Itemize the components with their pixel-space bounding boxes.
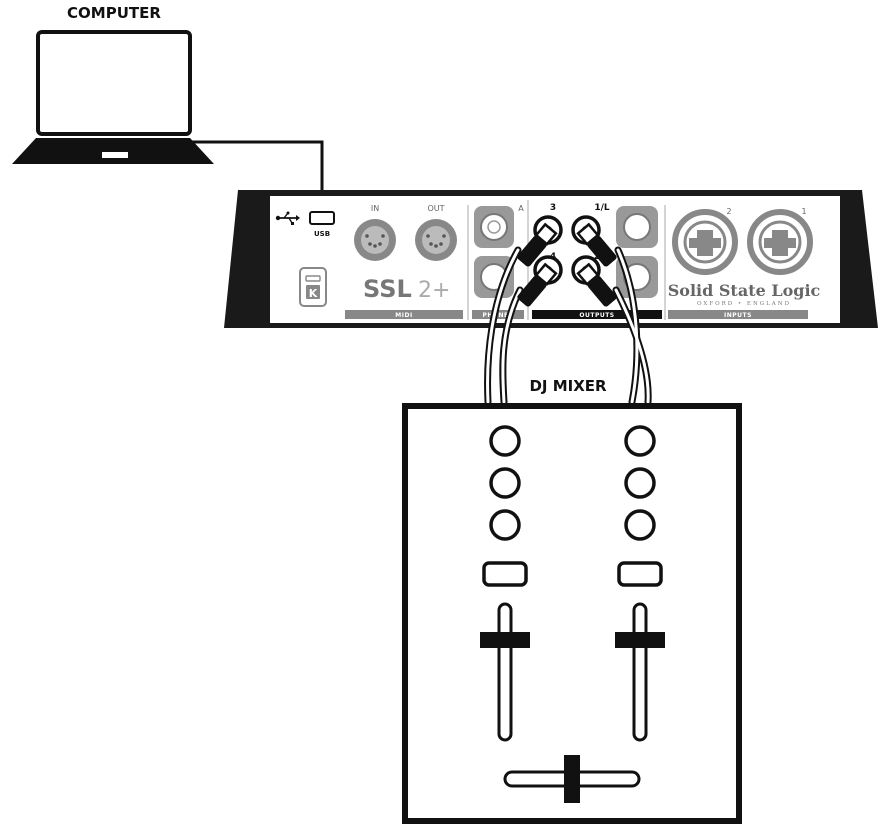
- model-ssl: SSL: [363, 275, 412, 303]
- channel-1-fader-track: [497, 602, 513, 742]
- outputs-section-label: OUTPUTS: [579, 312, 614, 319]
- output-1l-label: 1/L: [594, 203, 610, 213]
- midi-in-label: IN: [371, 204, 379, 213]
- input-1-label: 1: [801, 207, 806, 216]
- dj-mixer-label: DJ MIXER: [529, 377, 607, 395]
- channel-2-knobs: [624, 425, 656, 541]
- usb-port: [309, 211, 335, 225]
- midi-out-label: OUT: [427, 204, 444, 213]
- svg-text:K: K: [309, 287, 318, 300]
- channel-1-knobs: [489, 425, 521, 541]
- xlr-combo-icon: [672, 209, 813, 275]
- kensington-lock-icon: K: [299, 267, 327, 307]
- channel-1-fader-cap: [480, 632, 530, 648]
- phones-a-label: A: [518, 204, 524, 213]
- rca-plugs: [517, 222, 617, 307]
- input-2-label: 2: [726, 207, 731, 216]
- crossfader-cap: [564, 755, 580, 803]
- channel-2-fader-track: [632, 602, 648, 742]
- trs-jack-icon: [474, 206, 514, 298]
- audio-interface: USB K IN OUT SSL 2+ MIDI: [224, 190, 878, 328]
- inputs-section-label: INPUTS: [724, 312, 752, 319]
- computer-label: COMPUTER: [67, 4, 161, 22]
- brand-sub: OXFORD • ENGLAND: [697, 301, 791, 307]
- usb-label: USB: [314, 230, 330, 238]
- dj-mixer: [402, 403, 742, 824]
- brand-name: Solid State Logic: [668, 281, 821, 300]
- usb-symbol-icon: [275, 211, 300, 225]
- channel-1-button: [482, 561, 528, 587]
- midi-section-label: MIDI: [395, 312, 412, 319]
- midi-din-icon: [354, 219, 457, 261]
- midi-section-bar: [345, 310, 463, 319]
- channel-2-button: [617, 561, 663, 587]
- model-number: 2+: [418, 278, 450, 303]
- laptop-icon: [12, 30, 214, 164]
- channel-2-fader-cap: [615, 632, 665, 648]
- output-3-label: 3: [550, 203, 556, 213]
